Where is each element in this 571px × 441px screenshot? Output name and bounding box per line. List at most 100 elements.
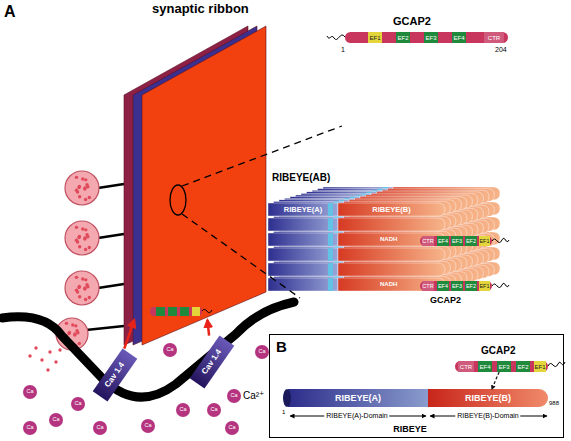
domain-segment: EF3 bbox=[497, 361, 511, 372]
ion-circle: Ca bbox=[23, 385, 37, 399]
node-text: CTR bbox=[460, 364, 472, 370]
transmitter-dot bbox=[78, 235, 81, 238]
graphic-part bbox=[492, 238, 509, 242]
domain-segment: EF4 bbox=[478, 361, 492, 372]
graphic-part bbox=[180, 307, 189, 316]
gcap2-bar bbox=[420, 236, 509, 246]
domain-segment: CTR bbox=[458, 361, 474, 372]
synaptic-ribbon: synaptic ribbon bbox=[112, 2, 268, 320]
heading-text: GCAP2 bbox=[393, 16, 431, 27]
graphic-part bbox=[479, 281, 490, 291]
graphic-part bbox=[328, 278, 333, 291]
label-text: EF1 bbox=[479, 284, 489, 290]
label-text: 1 bbox=[341, 46, 345, 53]
ribeye-bar bbox=[268, 218, 445, 231]
transmitter-dot bbox=[86, 285, 89, 288]
tether-line bbox=[98, 234, 124, 238]
label-text: EF1 bbox=[479, 239, 489, 245]
transmitter-dot bbox=[86, 235, 89, 238]
transmitter-dot bbox=[75, 176, 78, 179]
transmitter-dot bbox=[81, 227, 84, 230]
transmitter-dot bbox=[78, 342, 81, 345]
transmitter-dot bbox=[78, 285, 81, 288]
node-text: RIBEYE(A) bbox=[335, 394, 381, 403]
graphic-part bbox=[338, 248, 445, 261]
transmitter-dot bbox=[75, 276, 78, 279]
protein-domain: RIBEYE(B) bbox=[338, 203, 445, 216]
n-terminus-cap bbox=[283, 389, 291, 407]
transmitter-dot bbox=[88, 196, 91, 199]
graphic-part bbox=[156, 307, 165, 316]
graphic-part bbox=[420, 236, 492, 246]
graphic-part bbox=[338, 218, 445, 231]
gcap2-bar bbox=[150, 307, 212, 316]
ion-circle: Ca bbox=[176, 403, 190, 417]
domain-segment: CTR bbox=[484, 32, 504, 43]
protein-domain: RIBEYE(A) bbox=[288, 389, 428, 407]
graphic-part bbox=[465, 236, 477, 246]
node-text: Ca bbox=[230, 393, 237, 399]
label-text: EF2 bbox=[466, 284, 476, 290]
graphic-part bbox=[328, 218, 333, 231]
graphic-part bbox=[328, 203, 333, 216]
transmitter-dot bbox=[77, 236, 80, 239]
gcap2-bar bbox=[420, 281, 509, 291]
graphic-part bbox=[268, 278, 338, 291]
tether-line bbox=[98, 284, 124, 288]
transmitter-dot bbox=[54, 360, 57, 363]
connector-arrow bbox=[492, 372, 499, 389]
ion-circle: Ca bbox=[207, 403, 221, 417]
label-text: Ca²⁺ bbox=[243, 391, 264, 401]
node-text: EF3 bbox=[425, 35, 436, 41]
transmitter-dot bbox=[83, 237, 86, 240]
graphic-part bbox=[451, 236, 463, 246]
leader-line bbox=[182, 126, 342, 186]
transmitter-dot bbox=[74, 324, 77, 327]
transmitter-dot bbox=[75, 289, 78, 292]
domain-arrow bbox=[290, 416, 426, 417]
ion-circle: Ca bbox=[23, 421, 37, 435]
transmitter-dot bbox=[78, 195, 81, 198]
node-text: RIBEYE(B) bbox=[372, 206, 410, 214]
ion-circle: Ca bbox=[227, 389, 241, 403]
node-text: Ca bbox=[96, 425, 103, 431]
label-text: CTR bbox=[422, 239, 433, 245]
ribeye-bar bbox=[268, 233, 445, 246]
node-text: EF4 bbox=[453, 35, 464, 41]
transmitter-dot bbox=[68, 331, 71, 334]
ribeye-bar bbox=[268, 263, 445, 276]
ion-circle: Ca bbox=[255, 345, 269, 359]
node-text: EF3 bbox=[498, 364, 509, 370]
label-text: 204 bbox=[495, 46, 507, 53]
ion-circle: Ca bbox=[71, 397, 85, 411]
ion-circle: Ca bbox=[93, 421, 107, 435]
transmitter-dot bbox=[28, 354, 31, 357]
node-text: Ca bbox=[166, 347, 173, 353]
ribbon-layer bbox=[142, 26, 266, 345]
node-text: EF1 bbox=[369, 35, 380, 41]
graphic-part bbox=[28, 176, 91, 372]
graphic-part bbox=[465, 281, 477, 291]
label-text: GCAP2 bbox=[430, 296, 461, 305]
ribeye-bar bbox=[268, 278, 445, 291]
graphic-part bbox=[268, 263, 338, 276]
transmitter-dot bbox=[58, 348, 61, 351]
vesicle bbox=[65, 271, 99, 305]
heading-text: synaptic ribbon bbox=[152, 2, 249, 15]
domain-segment: EF3 bbox=[424, 32, 438, 43]
graphic-part bbox=[168, 307, 177, 316]
tether-line bbox=[98, 184, 124, 188]
graphic-part bbox=[422, 281, 434, 291]
node-text: Ca bbox=[228, 425, 235, 431]
domain-segment: EF1 bbox=[534, 361, 546, 372]
transmitter-dot bbox=[78, 295, 81, 298]
transmitter-dot bbox=[84, 228, 87, 231]
graphic-part bbox=[268, 233, 338, 246]
transmitter-dot bbox=[75, 226, 78, 229]
channel-symbol: Cav 1.4 bbox=[190, 336, 235, 389]
label-text: EF4 bbox=[438, 239, 448, 245]
transmitter-dot bbox=[84, 248, 87, 251]
transmitter-dot bbox=[77, 186, 80, 189]
n-terminus-squiggle bbox=[327, 35, 345, 40]
